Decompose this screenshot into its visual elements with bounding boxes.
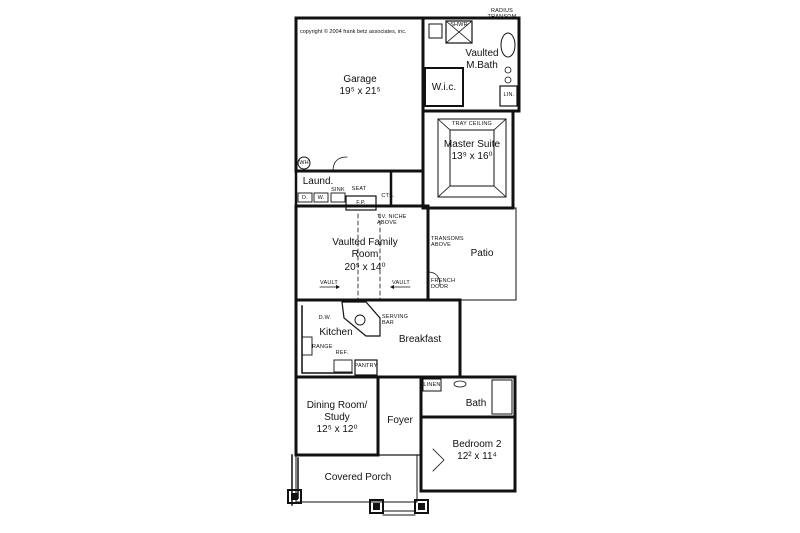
family-room-name: Vaulted Family Room	[332, 237, 398, 260]
dryer-label: D.	[302, 195, 308, 201]
pantry-label: PANTRY	[354, 363, 378, 369]
breakfast-name: Breakfast	[398, 334, 442, 345]
door-swing-laundry	[332, 156, 348, 172]
shower-enclosure	[445, 20, 473, 44]
walk-in-closet-outline	[424, 67, 464, 107]
walk-in-closet-name: W.i.c.	[431, 82, 457, 93]
dishwasher-label: D.W.	[318, 315, 332, 321]
bath-sink	[453, 380, 467, 388]
tray-ceiling-note: TRAY CEILING	[451, 121, 493, 127]
washer-label: W.	[317, 195, 325, 201]
cabinets-label: CTS.	[381, 193, 395, 199]
porch-column-left	[287, 489, 302, 504]
range-label: RANGE	[312, 344, 333, 350]
master-suite-dims: 13⁹ x 16⁰	[451, 151, 493, 162]
french-door-swing	[427, 271, 441, 287]
bedroom-2-dims: 12² x 11⁴	[457, 451, 497, 462]
covered-porch-name: Covered Porch	[324, 472, 392, 483]
bath-name: Bath	[465, 398, 487, 409]
bathtub-master	[500, 32, 516, 58]
kitchen-island	[341, 301, 381, 337]
water-heater	[297, 156, 311, 170]
laundry-name: Laund.	[302, 176, 334, 187]
copyright-notice: copyright © 2004 frank betz associates, …	[300, 29, 407, 35]
washer	[313, 192, 329, 203]
garage-dims: 19⁵ x 21⁵	[339, 86, 381, 97]
family-room-dims: 20⁵ x 14⁰	[344, 262, 386, 273]
patio-outline	[427, 207, 517, 301]
porch-column-right	[414, 499, 429, 514]
fireplace	[345, 195, 377, 211]
refrigerator-label: REF.	[335, 350, 349, 356]
water-heater-label: WH	[299, 160, 309, 166]
sink-master-1	[504, 66, 512, 74]
radius-transom-note: RADIUS TRANSOM	[487, 8, 517, 21]
pantry-closet	[354, 359, 378, 376]
bathtub-hall	[491, 379, 513, 415]
master-bath-name: Vaulted M.Bath	[465, 48, 499, 71]
sink-label: SINK	[331, 187, 345, 193]
vault-right-note: VAULT	[392, 280, 410, 286]
laundry-sink	[330, 192, 346, 203]
bedroom-2-name: Bedroom 2	[452, 439, 502, 450]
range	[301, 336, 313, 356]
serving-bar-note: SERVING BAR	[382, 314, 409, 327]
tv-niche-note: T.V. NICHE ABOVE	[377, 214, 407, 227]
dining-room-name: Dining Room/ Study	[306, 400, 368, 423]
garage-name: Garage	[343, 74, 377, 85]
bedroom-2-outline	[419, 415, 517, 493]
kitchen-counter	[301, 305, 353, 374]
master-linen-label: LIN.	[503, 92, 515, 98]
master-linen-closet	[499, 85, 518, 107]
patio-name: Patio	[470, 248, 494, 259]
vault-left-note: VAULT	[320, 280, 338, 286]
transoms-above-note: TRANSOMS ABOVE	[431, 236, 464, 249]
foyer-name: Foyer	[387, 415, 413, 426]
fireplace-label: F.P.	[356, 200, 366, 206]
linen-closet	[422, 378, 442, 392]
seat-label: SEAT	[351, 186, 367, 192]
kitchen-sink	[354, 314, 366, 326]
kitchen-name: Kitchen	[319, 327, 353, 338]
covered-porch-outline	[295, 454, 418, 503]
door-swing-bedroom	[432, 448, 445, 472]
french-door-note: FRENCH DOOR	[431, 278, 456, 291]
porch-column-mid	[369, 499, 384, 514]
sink-master-2	[504, 76, 512, 84]
refrigerator	[333, 359, 353, 373]
toilet-master	[428, 23, 443, 39]
dryer	[297, 192, 313, 203]
shower-label: SHWR	[450, 22, 468, 28]
master-suite-name: Master Suite	[443, 139, 501, 150]
linen-label: LINEN	[423, 382, 441, 388]
dining-room-dims: 12⁵ x 12⁰	[316, 424, 358, 435]
